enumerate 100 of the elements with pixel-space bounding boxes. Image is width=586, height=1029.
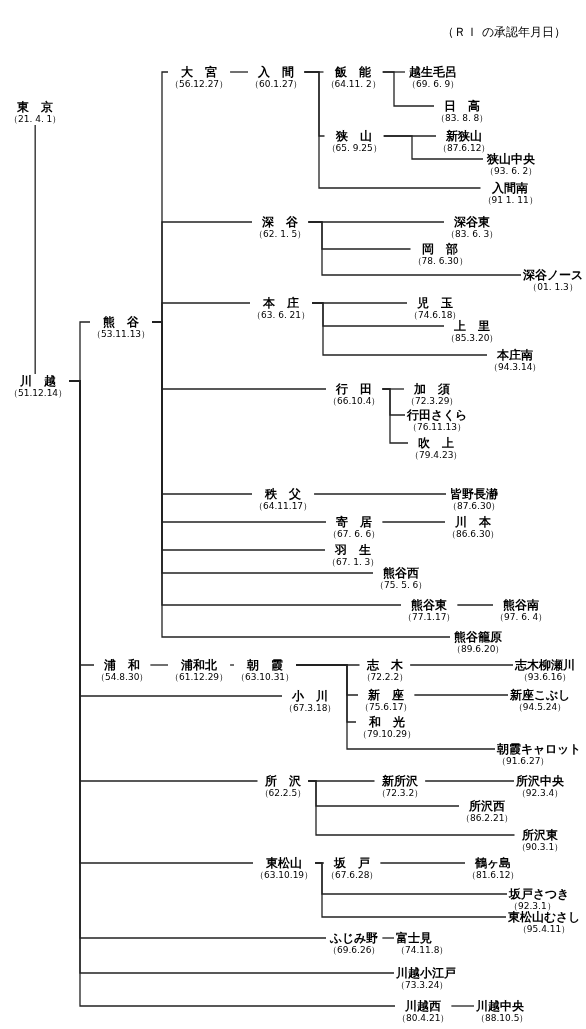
branch-line: [313, 493, 447, 495]
charter-date: （86.2.21）: [461, 813, 514, 824]
charter-date: （93.6.16）: [518, 672, 572, 683]
branch-line: [149, 664, 169, 666]
branch-line: [450, 1005, 475, 1007]
charter-date: （75. 5. 6）: [375, 580, 428, 591]
charter-date: （81.6.12）: [467, 870, 520, 881]
charter-date: （91 1. 11）: [482, 195, 538, 206]
club-name: 入間南: [492, 181, 529, 195]
charter-date: （53.11.13）: [92, 329, 151, 340]
club-name: 狭 山: [336, 129, 373, 143]
club-name: 深谷東: [454, 215, 491, 229]
charter-date: （54.8.30）: [96, 672, 149, 683]
charter-date: （95.4.11）: [517, 924, 571, 935]
club-name: 浦 和: [104, 658, 141, 672]
charter-date: （64.11. 2）: [325, 79, 381, 90]
branch-line: [303, 71, 482, 189]
club-name: 岡 部: [422, 242, 459, 256]
charter-date: （77.1.17）: [403, 612, 456, 623]
charter-date: （74.6.18）: [409, 310, 462, 320]
charter-date: （69. 6. 9）: [407, 79, 460, 90]
club-name: 熊谷南: [503, 598, 540, 612]
club-name: 朝霞キャロット: [497, 742, 581, 756]
club-name: 上 里: [454, 319, 491, 333]
club-name: 熊谷東: [411, 598, 448, 612]
club-name: 志木柳瀬川: [515, 658, 575, 672]
branch-line: [311, 302, 488, 356]
charter-date: （85.3.20）: [446, 333, 499, 344]
charter-date: （72.3.2）: [376, 788, 424, 799]
charter-date: （92.3.1）: [509, 901, 556, 911]
branch-line: [383, 135, 484, 160]
branch-line: [307, 780, 516, 836]
club-name: 所沢中央: [516, 774, 564, 788]
charter-date: （73.3.24）: [396, 980, 449, 991]
club-name: 東松山むさし: [508, 910, 580, 924]
club-name: 鶴ヶ島: [475, 856, 512, 870]
branch-line: [229, 71, 249, 73]
club-name: 入 間: [258, 65, 295, 79]
charter-date: （75.6.17）: [360, 702, 413, 713]
charter-date: （65. 9.25）: [326, 143, 382, 154]
club-name: 熊谷西: [383, 566, 420, 580]
branch-line: [229, 664, 235, 666]
charter-date: （94.5.24）: [513, 702, 567, 713]
charter-date: （67. 1. 3）: [327, 557, 380, 568]
branch-line: [413, 694, 509, 696]
club-name: 熊谷籠原: [454, 630, 503, 644]
club-name: 児 玉: [417, 296, 454, 310]
club-name: 川 越: [20, 374, 57, 388]
charter-date: （97. 6. 4）: [495, 612, 548, 623]
club-name: 皆野長瀞: [450, 487, 499, 501]
charter-date: （88.10.5）: [476, 1013, 529, 1024]
club-name: 新座こぶし: [510, 688, 570, 702]
club-name: 越生毛呂: [409, 65, 458, 79]
charter-date: （51.12.14）: [9, 388, 68, 399]
charter-date: （76.11.13）: [407, 422, 467, 433]
charter-date: （66.10.4）: [328, 396, 381, 407]
charter-date: （63. 6. 21）: [252, 310, 311, 321]
branch-line: [151, 321, 451, 638]
club-name: 本庄南: [497, 348, 534, 362]
charter-date: （79.4.23）: [410, 450, 463, 461]
charter-date: （72.3.29）: [406, 396, 459, 407]
charter-date: （56.12.27）: [170, 79, 229, 90]
club-name: 所沢西: [469, 799, 506, 813]
branch-line: [381, 937, 395, 939]
branch-line: [382, 71, 435, 107]
branch-line: [307, 221, 522, 276]
branch-line: [381, 521, 446, 523]
charter-date: （80.4.21）: [397, 1013, 450, 1024]
charter-date: （91.6.27）: [497, 756, 550, 767]
club-name: 狭山中央: [487, 152, 536, 166]
club-name: 新狭山: [446, 129, 483, 143]
charter-date: （64.11.17）: [254, 501, 313, 512]
charter-date: （92.3.4）: [516, 788, 564, 799]
charter-date: （62.2.5）: [259, 788, 307, 799]
club-name: 所沢東: [521, 828, 558, 842]
club-name: 東松山: [266, 856, 303, 870]
club-name: 飯 能: [335, 65, 372, 79]
club-name: 川越小江戸: [396, 966, 456, 980]
charter-date: （83. 8. 8）: [436, 113, 489, 124]
charter-date: （94.3.14）: [489, 362, 542, 373]
club-name: 行 田: [336, 382, 373, 396]
charter-date: （63.10.19）: [255, 870, 314, 881]
charter-date: （78. 6.30）: [412, 256, 468, 267]
club-name: 富士見: [396, 931, 432, 945]
charter-date: （90.3.1）: [516, 842, 564, 853]
club-name: 新所沢: [381, 774, 418, 788]
charter-date: （61.12.29）: [170, 672, 229, 683]
club-name: 和 光: [369, 715, 406, 729]
charter-date: （62. 1. 5）: [254, 229, 307, 240]
club-name: 羽 生: [335, 543, 372, 557]
charter-date: （87.6.12）: [438, 143, 491, 153]
charter-date: （01. 1.3）: [528, 282, 578, 293]
charter-date: （89.6.20）: [452, 644, 505, 655]
charter-date: （67.3.18）: [284, 703, 337, 714]
club-name: 新 座: [368, 688, 405, 702]
club-name: 熊 谷: [103, 315, 140, 329]
club-name: 川越西: [405, 999, 442, 1013]
charter-date: （67.6.28）: [326, 870, 379, 881]
club-name: 行田さくら: [407, 408, 467, 422]
charter-date: （72.2.2）: [361, 672, 409, 683]
